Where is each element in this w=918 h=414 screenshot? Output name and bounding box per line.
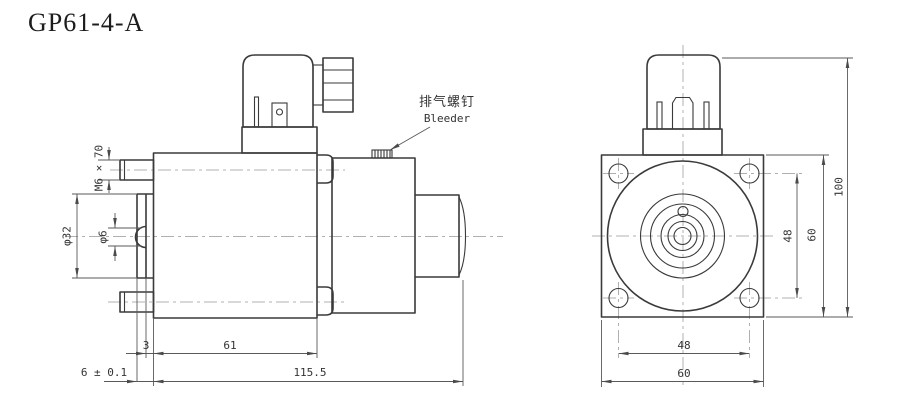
pin-dia-ext-lines [108, 227, 141, 247]
bolt-spacing-v-label: 48 [782, 229, 795, 242]
valve-section [331, 157, 416, 314]
center-bore [673, 226, 692, 246]
din-connector-housing [242, 54, 314, 128]
circle-r42 [639, 193, 726, 279]
stud-thread-label: M6 × 70 [93, 145, 106, 191]
pin-left [656, 101, 663, 130]
lower-tab [317, 286, 334, 316]
bleeder-knurling [374, 150, 391, 158]
bleeder-screw [371, 149, 393, 159]
bolt-hole-bottom-right [739, 287, 760, 309]
bolt-hole-top-right [739, 163, 760, 184]
side-view: M6 × 70 φ6 φ32 3 61 [61, 54, 503, 386]
overall-height-label: 100 [833, 177, 846, 197]
overall-length-label: 115.5 [293, 366, 326, 379]
ext-60h [601, 320, 764, 387]
hole-centerlines [603, 158, 802, 358]
drawing-title: GP61-4-A [28, 8, 145, 37]
connector-pin [253, 96, 260, 128]
top-stud [119, 159, 155, 181]
circle-r32 [649, 203, 716, 269]
ext-60v [766, 154, 853, 318]
stud-thread-ext-lines [98, 159, 119, 181]
plate-thickness-label: 6 ± 0.1 [81, 366, 127, 379]
pilot-dia-ext-lines [72, 193, 137, 279]
din-connector-front [646, 54, 721, 130]
pin-dia-label: φ6 [97, 230, 110, 243]
terminal-screw-hole [275, 108, 284, 116]
bleeder-label-zh: 排气螺钉 [419, 94, 475, 110]
pin-right [703, 101, 710, 130]
body-circle [606, 160, 759, 312]
ext-verticals [136, 278, 464, 386]
cable-gland-segments [323, 69, 353, 101]
end-cylinder [415, 194, 460, 278]
upper-tab [317, 154, 334, 184]
connector-base [241, 126, 318, 154]
cable-gland [322, 57, 354, 113]
body-length-label: 61 [223, 339, 236, 352]
terminal-tab [271, 102, 288, 128]
front-view: 48 60 100 48 60 [592, 45, 853, 387]
bleeder-label-en: Bleeder [424, 112, 471, 125]
cable-gland-neck [312, 64, 324, 106]
plate-step-label: 3 [143, 339, 150, 352]
connector-base-front [642, 128, 723, 156]
offset-hole [677, 205, 689, 218]
bolt-spacing-h-label: 48 [677, 339, 690, 352]
pilot-plate [136, 193, 154, 279]
circle-r14 [667, 220, 698, 252]
flange-height-label: 60 [806, 228, 819, 241]
bolt-hole-top-left [608, 163, 629, 184]
flange-width-label: 60 [677, 367, 690, 380]
pilot-dia-label: φ32 [61, 226, 74, 246]
bolt-hole-bottom-left [608, 287, 629, 309]
end-cylinder-crown [458, 196, 467, 276]
circle-r21 [660, 213, 705, 259]
solenoid-body [152, 152, 318, 319]
locating-pin-dome [134, 225, 147, 249]
